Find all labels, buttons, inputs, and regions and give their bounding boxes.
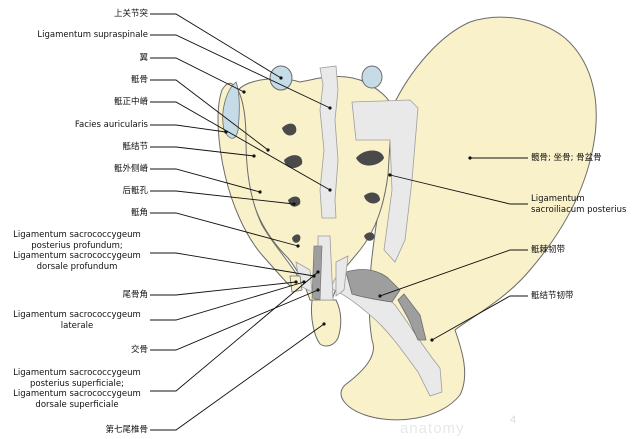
- superior-articular-right: [361, 65, 383, 89]
- page-number: 4: [510, 414, 517, 426]
- foramen-1-left: [282, 123, 297, 136]
- label-lateral-sacral-crest: 骶外侧嵴: [113, 164, 148, 174]
- watermark: anatomy: [400, 420, 465, 437]
- foramen-3-right: [364, 232, 375, 241]
- label-ala: 翼: [139, 53, 148, 63]
- label-superficial-posterior-sacrococcygeal-ligament: Ligamentum sacrococcygeum posterius supe…: [13, 368, 141, 410]
- sacrotuberous-lower-band: [397, 293, 427, 341]
- label-posterior-sacral-foramina: 后骶孔: [122, 186, 148, 196]
- leader-lines-left: [150, 13, 332, 431]
- label-lateral-sacrococcygeal-ligament: Ligamentum sacrococcygeum laterale: [13, 310, 141, 331]
- label-coccygeal-horn: 尾骨角: [122, 290, 148, 300]
- foramen-2-left: [284, 155, 303, 169]
- foramen-2-right: [364, 192, 380, 204]
- label-sacrospinous-ligament: 骶棘韧带: [531, 245, 566, 255]
- supraspinous-ligament: [319, 65, 339, 219]
- sacrum-ala-left: [217, 82, 301, 287]
- label-sacrotuberous-ligament: 骶结节韧带: [531, 291, 574, 301]
- sacrococcygeal-ligament-right: [335, 255, 349, 297]
- label-median-sacral-crest: 骶正中嵴: [113, 97, 148, 107]
- leader-lines-right: [378, 156, 528, 342]
- label-supraspinous-ligament: Ligamentum supraspinale: [37, 30, 148, 40]
- foramen-1-right: [356, 150, 384, 166]
- coccyx: [311, 299, 342, 347]
- foramen-4-left: [292, 234, 301, 243]
- label-sacrum: 骶骨: [130, 75, 148, 85]
- label-sacral-tuberosity: 骶结节: [122, 142, 148, 152]
- label-hip-bone: 髋骨; 坐骨; 骨盆骨: [531, 153, 602, 163]
- label-coccyx-joint: 交骨: [130, 345, 148, 355]
- label-seventh-coccygeal-vertebra: 第七尾椎骨: [105, 425, 148, 435]
- label-sacral-horn: 骶角: [130, 208, 148, 218]
- label-superior-articular-process: 上关节突: [113, 9, 148, 19]
- label-auricular-surface: Facies auricularis: [74, 120, 148, 130]
- posterior-sacroiliac-ligament: [351, 99, 419, 263]
- label-posterior-sacroiliac-ligament: Ligamentum sacroiliacum posterius: [531, 194, 627, 215]
- auricular-cartilage: [222, 81, 240, 139]
- label-deep-posterior-sacrococcygeal-ligament: Ligamentum sacrococcygeum posterius prof…: [13, 230, 141, 272]
